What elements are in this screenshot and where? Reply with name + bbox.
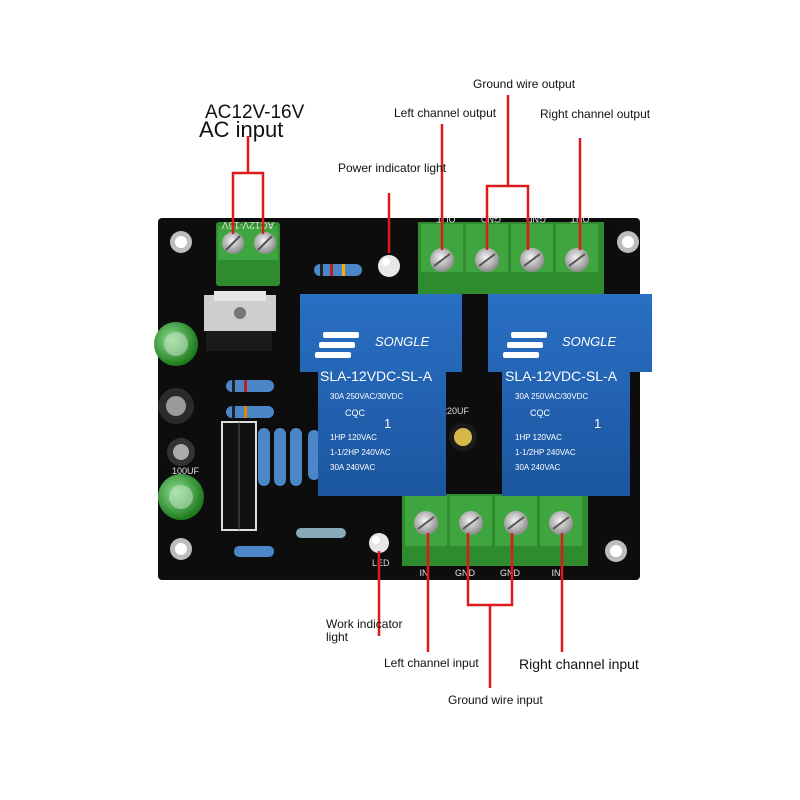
relay-left-text: SONGLE SLA-12VDC-SL-A 30A 250VAC/30VDC C… (320, 334, 433, 472)
out-term-1: OUT (436, 214, 456, 224)
relay-left-rating: 30A 250VAC/30VDC (330, 392, 403, 401)
relay-left-model: SLA-12VDC-SL-A (320, 368, 433, 384)
relay-right-rating: 30A 250VAC/30VDC (515, 392, 588, 401)
ground-input-label: Ground wire input (448, 693, 543, 707)
led-silkscreen: LED (372, 558, 390, 568)
left-input-label: Left channel input (384, 656, 479, 670)
out-term-2: GND (481, 214, 502, 224)
relay-left-cert: CQC (345, 408, 366, 418)
relay-right (488, 294, 652, 496)
relay-left-amp: 30A 240VAC (330, 463, 375, 472)
voltage-regulator (204, 291, 276, 351)
callout-ground-output-split (485, 184, 530, 250)
in-term-2: GND (455, 568, 476, 578)
right-output-label: Right channel output (540, 107, 651, 121)
capacitor-middle-silkscreen: 220UF (442, 406, 470, 416)
relay-left-hp2: 1-1/2HP 240VAC (330, 448, 391, 457)
relay-right-brand: SONGLE (562, 334, 617, 349)
capacitor-silkscreen: 100UF (172, 466, 200, 476)
ac-input-terminal[interactable] (216, 222, 280, 286)
mounting-holes (170, 231, 639, 562)
relay-right-amp: 30A 240VAC (515, 463, 560, 472)
relay-right-num: 1 (594, 416, 601, 431)
resistors (226, 264, 362, 557)
out-term-3: GND (526, 214, 547, 224)
power-indicator-label: Power indicator light (338, 161, 447, 175)
ground-output-label: Ground wire output (473, 77, 576, 91)
relay-right-cert: CQC (530, 408, 551, 418)
ac-input-label: AC input (199, 117, 284, 142)
work-indicator-led (369, 533, 389, 553)
in-term-1: IN (420, 568, 429, 578)
input-terminal-labels: IN GND GND IN (420, 568, 561, 578)
relay-left-brand: SONGLE (375, 334, 430, 349)
relay-left-hp1: 1HP 120VAC (330, 433, 377, 442)
callout-lines (231, 95, 582, 688)
callout-ac-split (231, 171, 265, 234)
ic-chip (221, 421, 257, 531)
input-terminal-block[interactable] (402, 494, 588, 566)
ac-voltage-label: AC12V-16V (205, 102, 305, 123)
relay-left (300, 294, 462, 496)
relay-right-model: SLA-12VDC-SL-A (505, 368, 618, 384)
capacitor-middle (449, 423, 477, 451)
left-output-label: Left channel output (394, 106, 497, 120)
relay-right-hp2: 1-1/2HP 240VAC (515, 448, 576, 457)
output-terminal-block[interactable] (418, 222, 604, 294)
power-indicator-led (378, 255, 400, 277)
work-indicator-label-1: Work indicator (326, 617, 403, 631)
relay-right-text: SONGLE SLA-12VDC-SL-A 30A 250VAC/30VDC C… (505, 334, 618, 472)
work-indicator-label-2: light (326, 630, 349, 644)
right-input-label: Right channel input (519, 656, 639, 672)
capacitors-left (154, 322, 204, 520)
relay-right-hp1: 1HP 120VAC (515, 433, 562, 442)
ac-silkscreen: AC12V-16V (222, 219, 275, 230)
in-term-3: GND (500, 568, 521, 578)
relay-left-num: 1 (384, 416, 391, 431)
in-term-4: IN (552, 568, 561, 578)
